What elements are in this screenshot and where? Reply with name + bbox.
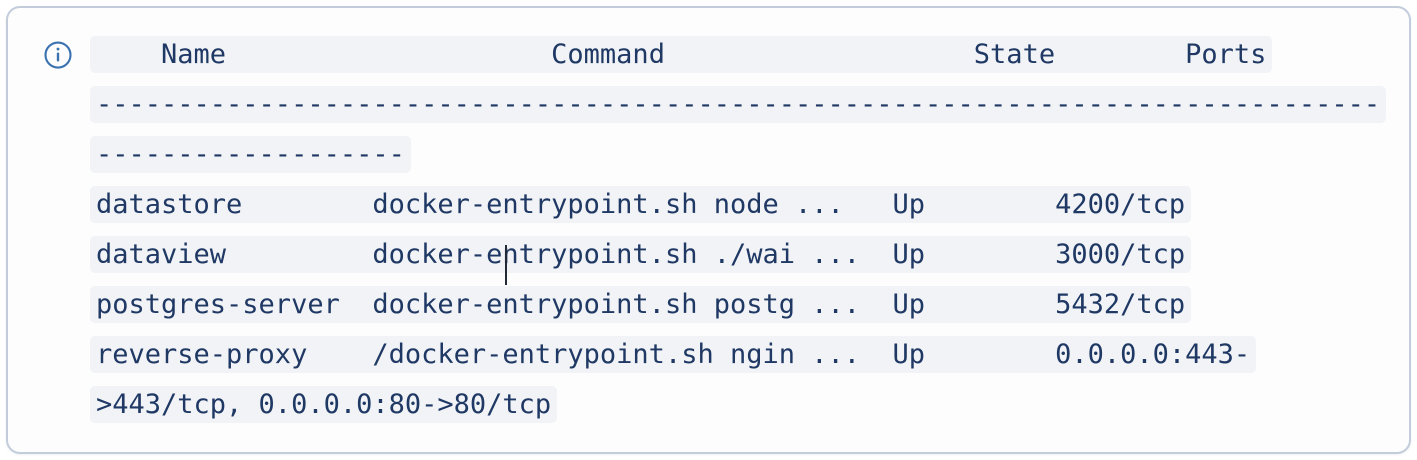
info-circle-icon [36,30,80,70]
callout-body: Name Command State Ports ---------------… [8,8,1409,452]
text-caret [505,245,507,285]
terminal-output-area[interactable]: Name Command State Ports ---------------… [80,30,1391,430]
docker-compose-ps-output[interactable]: Name Command State Ports ---------------… [90,30,1387,430]
terminal-output-text: Name Command State Ports ---------------… [90,36,1387,423]
info-callout-card: Name Command State Ports ---------------… [6,6,1411,454]
